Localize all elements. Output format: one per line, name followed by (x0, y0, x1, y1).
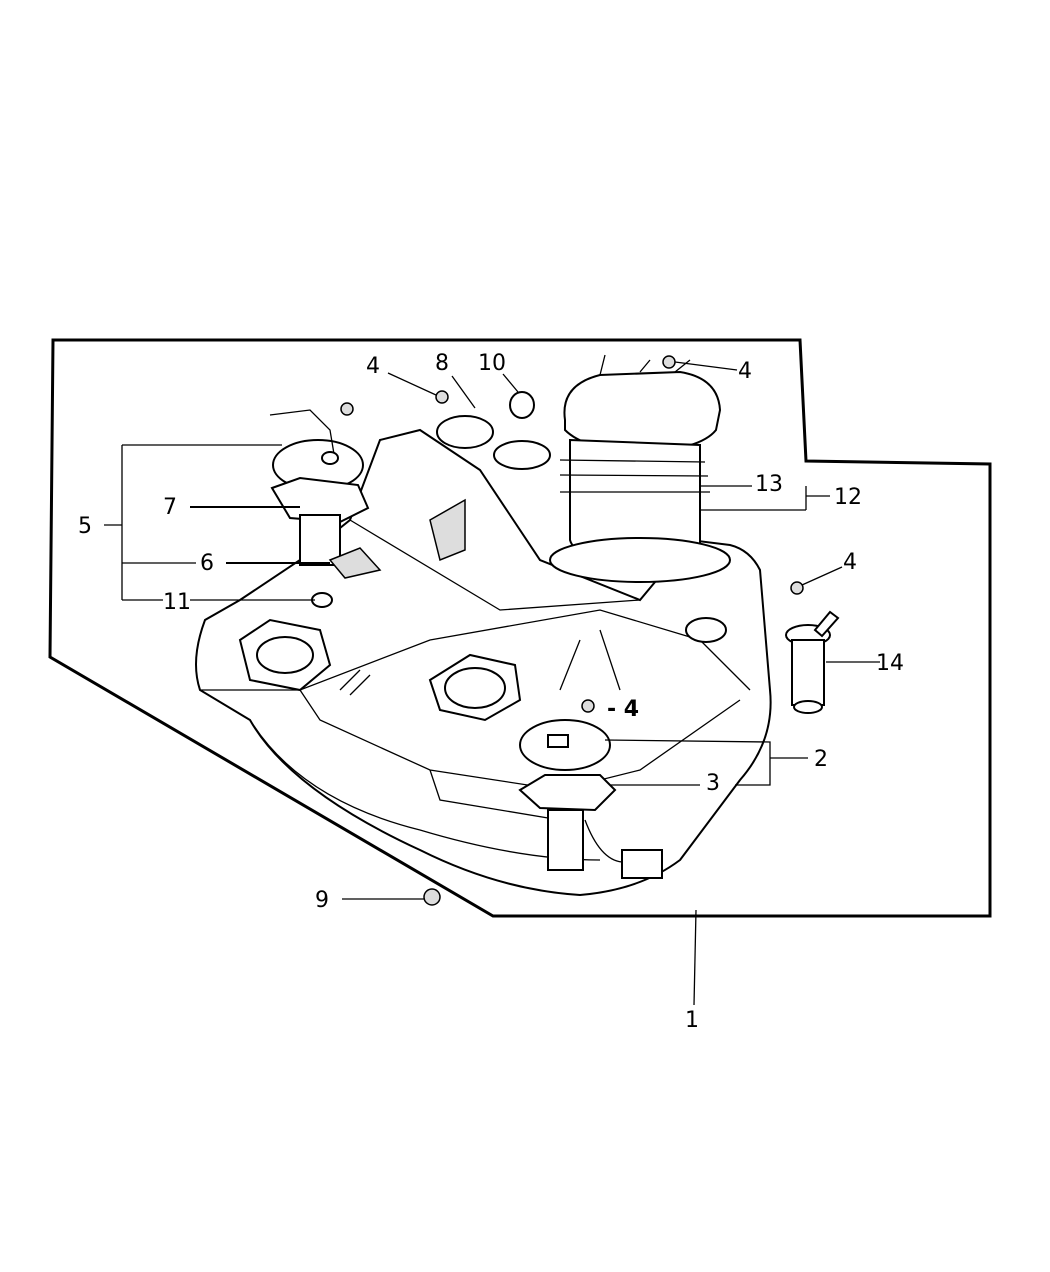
callout-4: 4 (738, 359, 752, 384)
callout-13: 13 (755, 472, 783, 497)
callout-4: - 4 (607, 697, 639, 722)
callout-1: 1 (685, 1008, 699, 1033)
filler-tube-part (785, 610, 840, 714)
callout-10: 10 (478, 351, 506, 376)
sender-unit (436, 415, 494, 449)
callout-14: 14 (876, 651, 904, 676)
callout-12: 12 (834, 485, 862, 510)
cap (509, 391, 535, 419)
assembly-boundary (48, 338, 992, 918)
fuel-pump-module (269, 409, 382, 608)
callout-3: 3 (706, 771, 720, 796)
callout-5: 5 (78, 514, 92, 539)
callout-7: 7 (163, 495, 177, 520)
callout-6: 6 (200, 551, 214, 576)
leader-lines (104, 361, 880, 1006)
callout-4: 4 (366, 354, 380, 379)
callout-11: 11 (163, 590, 191, 615)
callout-8: 8 (435, 351, 449, 376)
callout-9: 9 (315, 888, 329, 913)
vapor-canister (549, 354, 731, 583)
callout-4: 4 (843, 550, 857, 575)
fuel-level-unit (518, 719, 617, 812)
callout-2: 2 (814, 747, 828, 772)
gasket-ring (493, 440, 551, 470)
